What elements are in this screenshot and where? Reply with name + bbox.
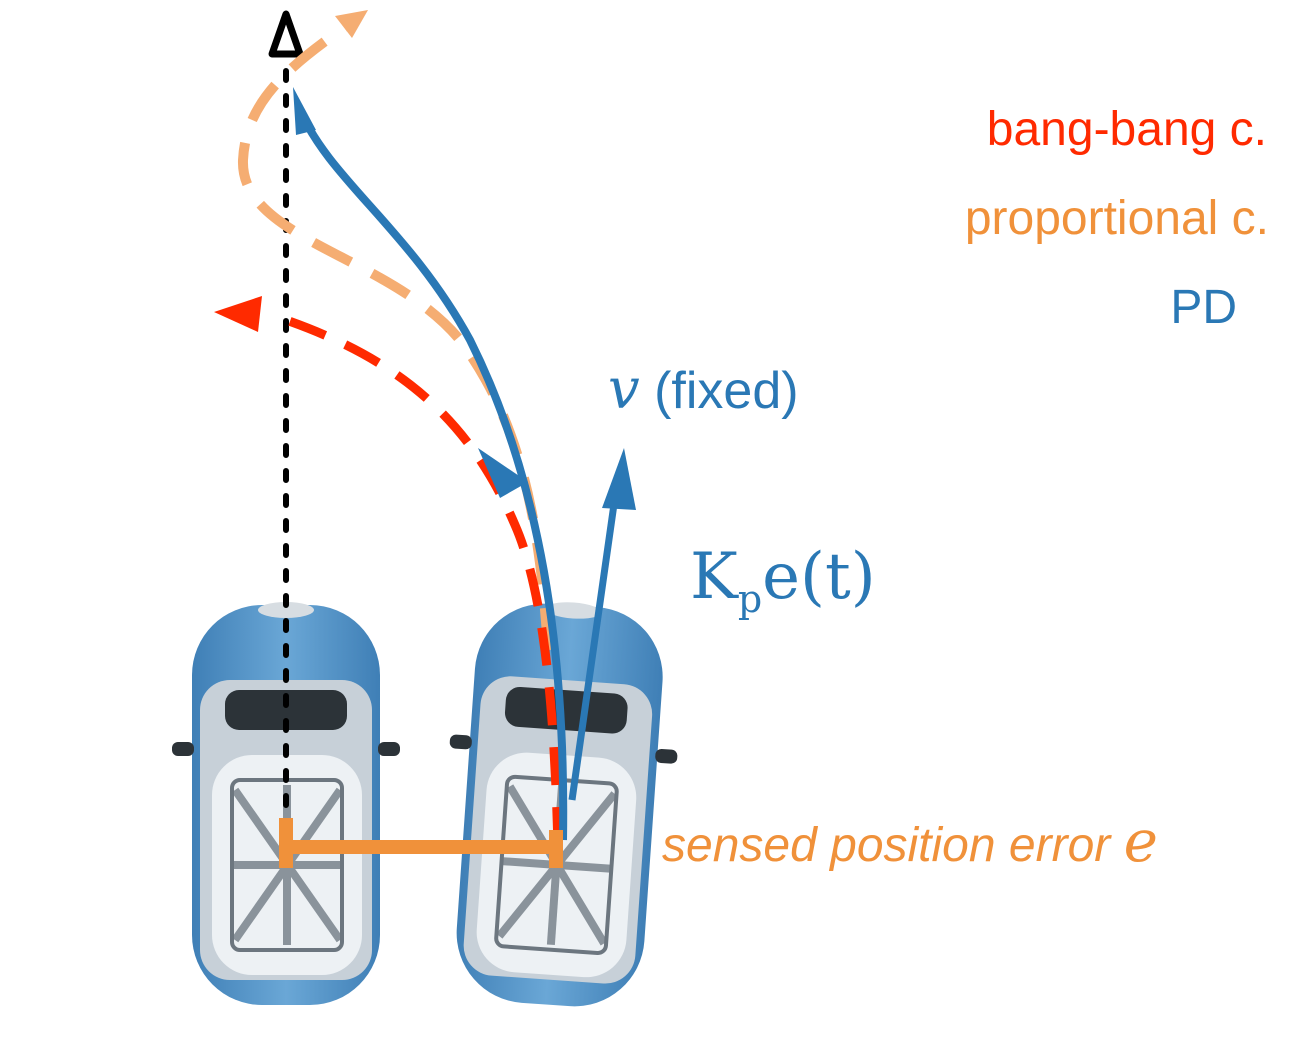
error-label: sensed position error e [662,812,1158,870]
bang-bang-path [284,315,563,846]
pd-path [296,108,568,841]
gain-main: K [690,540,738,614]
reference-target-marker [268,10,304,58]
error-text: sensed position error [662,819,1111,872]
velocity-note: (fixed) [654,362,799,420]
bang-bang-arrowhead [214,296,262,332]
velocity-symbol: v [608,357,640,422]
position-error-bar [279,818,563,868]
pd-arrowhead [293,87,316,135]
gain-rest: e(t) [762,540,876,614]
velocity-arrowhead [602,448,636,510]
gain-subscript: p [737,577,763,621]
legend-bang-bang: bang-bang c. [986,103,1267,156]
velocity-label: v (fixed) [608,362,799,418]
velocity-vector [568,489,620,801]
reference-car [172,602,400,1005]
correction-arrowhead [478,448,528,498]
legend-pd: PD [1170,281,1237,334]
proportional-arrowhead [335,10,368,38]
gain-label: Kpe(t) [690,545,876,618]
error-symbol: e [1123,807,1158,875]
legend-proportional: proportional c. [964,192,1269,245]
